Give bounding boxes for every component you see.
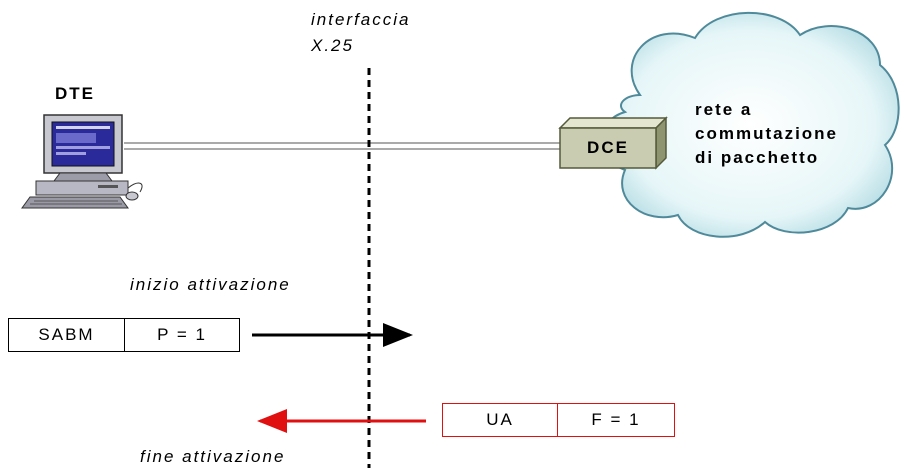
sabm-frame-type: SABM	[9, 319, 125, 351]
ua-frame: UA F = 1	[442, 403, 675, 437]
sabm-frame: SABM P = 1	[8, 318, 240, 352]
start-activation-label: inizio attivazione	[130, 275, 291, 294]
dce-device	[558, 116, 668, 170]
ua-frame-final-bit: F = 1	[591, 410, 641, 429]
end-activation-label: fine attivazione	[140, 447, 286, 466]
dce-label: DCE	[587, 138, 629, 157]
network-cloud	[601, 11, 900, 238]
network-label-line3: di pacchetto	[695, 148, 820, 167]
network-label-line1: rete a	[695, 100, 753, 119]
sabm-frame-poll-bit: P = 1	[157, 325, 207, 344]
network-label-line2: commutazione	[695, 124, 839, 143]
computer-icon	[21, 114, 143, 209]
interface-label-line2: X.25	[311, 36, 354, 55]
dte-dce-link	[124, 142, 560, 150]
interface-label-line1: interfaccia	[311, 10, 411, 29]
ua-frame-type: UA	[443, 404, 558, 436]
dte-label: DTE	[55, 84, 95, 103]
